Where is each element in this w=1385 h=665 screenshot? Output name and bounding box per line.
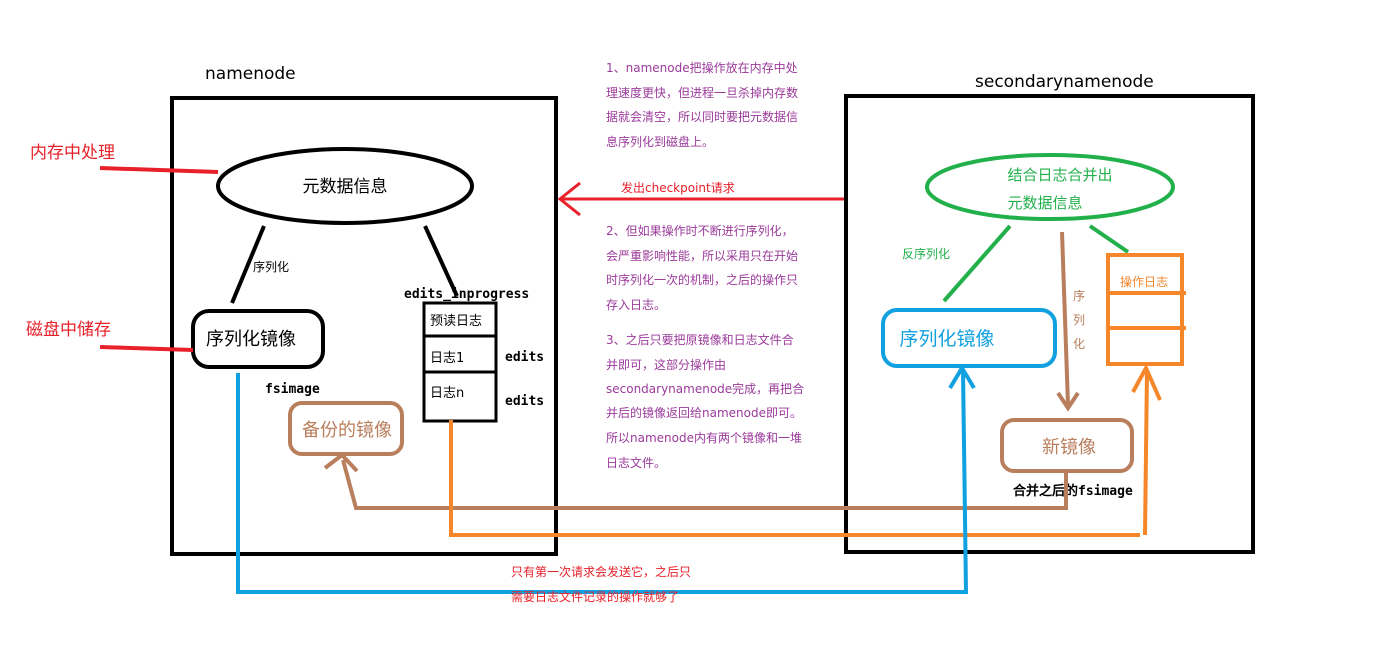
- checkpoint-arrowhead: [557, 181, 581, 217]
- note-line: secondarynamenode完成，再把合: [606, 381, 804, 396]
- oplog-link: [1088, 224, 1130, 254]
- backup-image-box: [288, 401, 404, 456]
- edits-transfer-flow: [449, 420, 1140, 537]
- note-line: 存入日志。: [606, 298, 666, 312]
- serialize-char: 序: [1073, 288, 1085, 303]
- disk-label: 磁盘中储存: [26, 320, 111, 340]
- return-image-arrowhead: [323, 452, 359, 473]
- note-line: 会严重影响性能，所以采用只在开始: [606, 248, 798, 263]
- edits-box: [422, 301, 498, 423]
- edits-transfer-up: [1143, 369, 1149, 536]
- deserialize-line: [942, 224, 1012, 303]
- metadata-label: 元数据信息: [303, 177, 388, 197]
- edits-row-logn: 日志n: [430, 386, 464, 401]
- oplog-box: [1106, 253, 1184, 366]
- merge-line1: 结合日志合并出: [1007, 166, 1112, 184]
- secondary-box: [844, 94, 1255, 554]
- edits-row-log1: 日志1: [430, 351, 464, 366]
- serialize-label: 序列化: [253, 259, 289, 274]
- fsimage-box: [191, 309, 325, 369]
- bottom-note-1: 只有第一次请求会发送它，之后只: [511, 564, 691, 579]
- note-line: 3、之后只要把原镜像和日志文件合: [606, 332, 794, 347]
- serialized-image-box: [881, 308, 1057, 368]
- note-line: 日志文件。: [606, 455, 666, 470]
- note-line: 1、namenode把操作放在内存中处: [606, 60, 798, 75]
- edits-label-1: edits: [505, 350, 544, 365]
- serialize-char: 化: [1073, 337, 1085, 351]
- secondary-title: secondarynamenode: [975, 72, 1154, 92]
- memory-label: 内存中处理: [30, 143, 115, 163]
- disk-pointer: [99, 345, 194, 352]
- serialize-arrow-shaft: [1060, 231, 1070, 406]
- edits-row-preread: 预读日志: [430, 314, 482, 329]
- oplog-label: 操作日志: [1120, 274, 1168, 289]
- new-image-box: [1000, 418, 1134, 473]
- namenode-title: namenode: [205, 64, 296, 84]
- merged-fsimage-label: 合并之后的fsimage: [1013, 483, 1133, 499]
- fsimage-box-label: 序列化镜像: [206, 329, 296, 350]
- note-line: 并后的镜像返回给namenode即可。: [606, 405, 802, 420]
- note-line: 据就会清空，所以同时要把元数据信: [606, 109, 798, 124]
- note-line: 理速度更快，但进程一旦杀掉内存数: [606, 85, 798, 100]
- merge-line2: 元数据信息: [1007, 194, 1082, 212]
- merge-ellipse: [925, 153, 1175, 221]
- serialize-arrowhead: [1056, 391, 1080, 412]
- note-line: 时序列化一次的机制，之后的操作只: [606, 272, 798, 287]
- edits-transfer-arrowhead: [1131, 363, 1162, 401]
- fsimage-transfer-arrowhead: [948, 364, 976, 390]
- return-image-flow: [341, 459, 1068, 510]
- serialize-char: 列: [1073, 313, 1085, 327]
- serialized-image-label: 序列化镜像: [899, 328, 994, 350]
- notes-block: 1、namenode把操作放在内存中处 理速度更快，但进程一旦杀掉内存数 据就会…: [606, 60, 804, 470]
- deserialize-label: 反序列化: [902, 246, 950, 261]
- memory-pointer: [99, 166, 219, 174]
- new-image-label: 新镜像: [1042, 437, 1096, 458]
- fsimage-transfer-flow: [236, 369, 969, 594]
- bottom-note-2: 需要日志文件记录的操作就够了: [511, 589, 679, 604]
- namenode-box: [170, 96, 558, 556]
- checkpoint-label: 发出checkpoint请求: [621, 180, 735, 195]
- serialize-line-right: [423, 225, 459, 297]
- serialize-line-left: [230, 225, 266, 304]
- edits-inprogress-label: edits_inprogress: [404, 287, 529, 302]
- fsimage-label: fsimage: [265, 382, 320, 397]
- backup-image-label: 备份的镜像: [302, 420, 392, 441]
- note-line: 息序列化到磁盘上。: [606, 134, 714, 149]
- edits-label-2: edits: [505, 394, 544, 409]
- note-line: 并即可，这部分操作由: [606, 357, 726, 372]
- metadata-ellipse: [216, 147, 474, 225]
- note-line: 2、但如果操作时不断进行序列化，: [606, 223, 794, 238]
- note-line: 所以namenode内有两个镜像和一堆: [606, 430, 802, 445]
